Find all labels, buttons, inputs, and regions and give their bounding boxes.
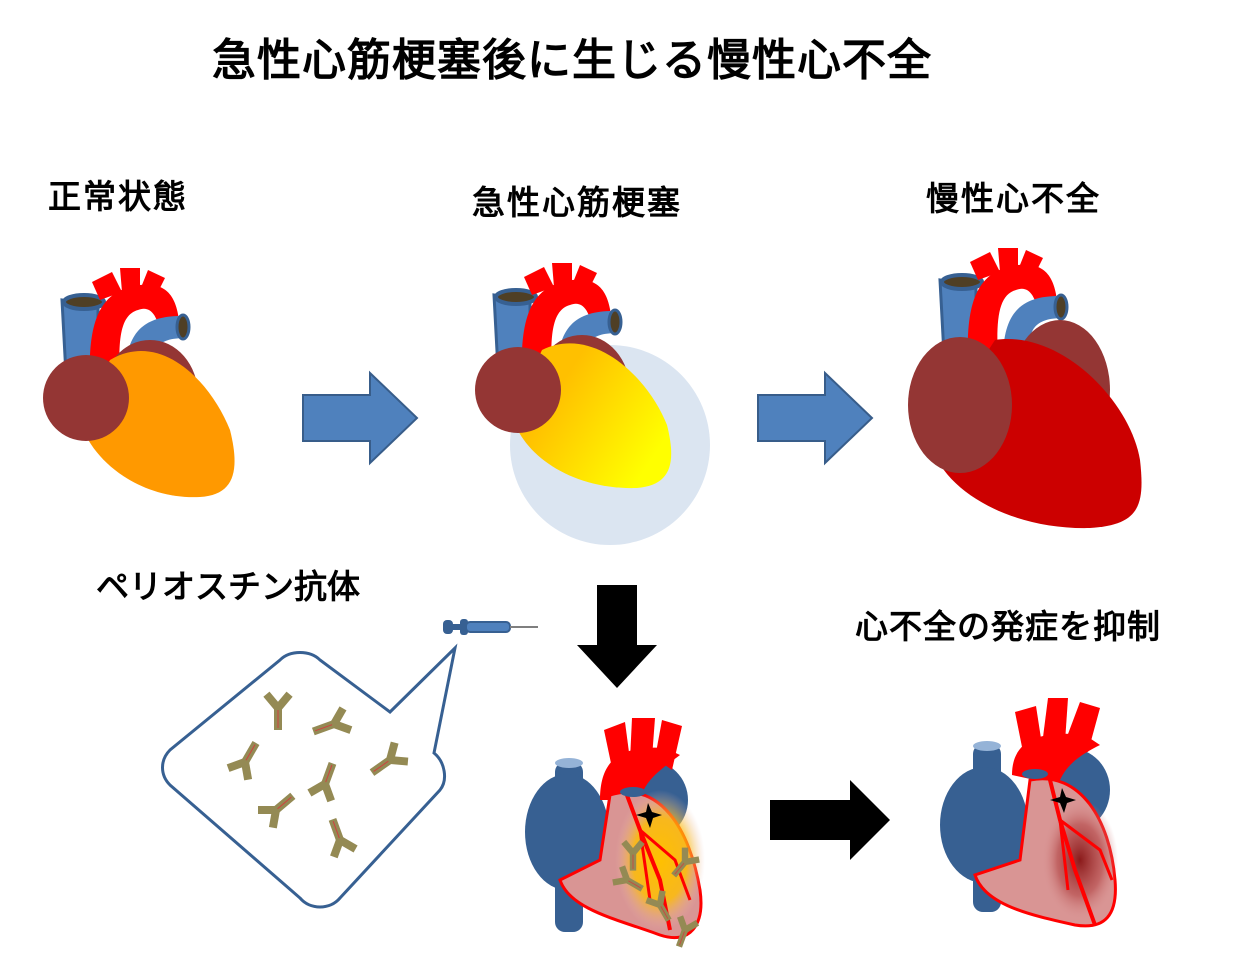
heart-acute-infarction xyxy=(475,261,710,545)
atrium xyxy=(908,337,1012,473)
heart-chronic-failure xyxy=(908,246,1142,529)
infarct-star-icon xyxy=(1050,788,1076,813)
infarct-star-icon xyxy=(636,803,662,828)
outcome-label: 心不全の発症を抑制 xyxy=(855,607,1161,646)
heart-normal xyxy=(43,266,235,498)
arrow-acute-to-chronic xyxy=(757,370,874,466)
atrium xyxy=(475,347,561,433)
arrow-normal-to-acute xyxy=(302,370,419,466)
heart-treated xyxy=(525,718,705,951)
antibody-bubble xyxy=(161,643,458,909)
syringe-icon xyxy=(443,619,538,635)
atrium xyxy=(43,355,129,441)
stage-label-chronic-failure: 慢性心不全 xyxy=(926,179,1101,218)
heart-suppressed-failure xyxy=(940,698,1118,928)
scar-region xyxy=(1042,800,1118,920)
antibody-label: ペリオスチン抗体 xyxy=(96,567,360,606)
page-title: 急性心筋梗塞後に生じる慢性心不全 xyxy=(212,35,932,86)
stage-label-normal: 正常状態 xyxy=(48,177,188,216)
arrow-down xyxy=(577,585,657,688)
stage-label-acute-infarction: 急性心筋梗塞 xyxy=(472,183,682,222)
arrow-treated-to-outcome xyxy=(770,780,890,860)
